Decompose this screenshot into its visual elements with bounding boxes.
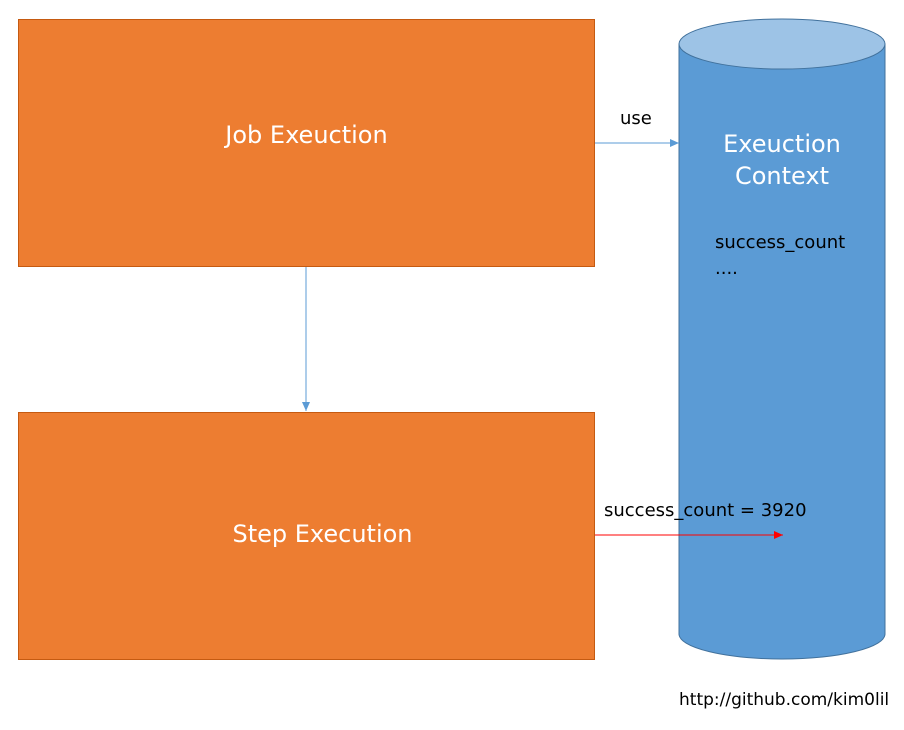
job-execution-label: Job Exeuction	[225, 121, 388, 149]
execution-context-title-line1: Exeuction	[723, 130, 841, 158]
footer-url: http://github.com/kim0lil	[679, 690, 890, 710]
execution-context-cylinder	[678, 18, 886, 660]
step-execution-label: Step Execution	[232, 520, 413, 548]
cylinder-body	[678, 43, 886, 660]
update-edge-label: success_count = 3920	[604, 500, 807, 521]
execution-context-title: Exeuction Context	[682, 128, 882, 192]
execution-context-key: success_count	[715, 232, 846, 253]
use-edge-label: use	[620, 108, 652, 129]
cylinder-top	[678, 18, 886, 70]
execution-context-title-line2: Context	[734, 162, 830, 190]
job-execution-box: Job Exeuction	[18, 19, 595, 267]
step-execution-box: Step Execution	[18, 412, 595, 660]
execution-context-ellipsis: ....	[715, 258, 738, 279]
